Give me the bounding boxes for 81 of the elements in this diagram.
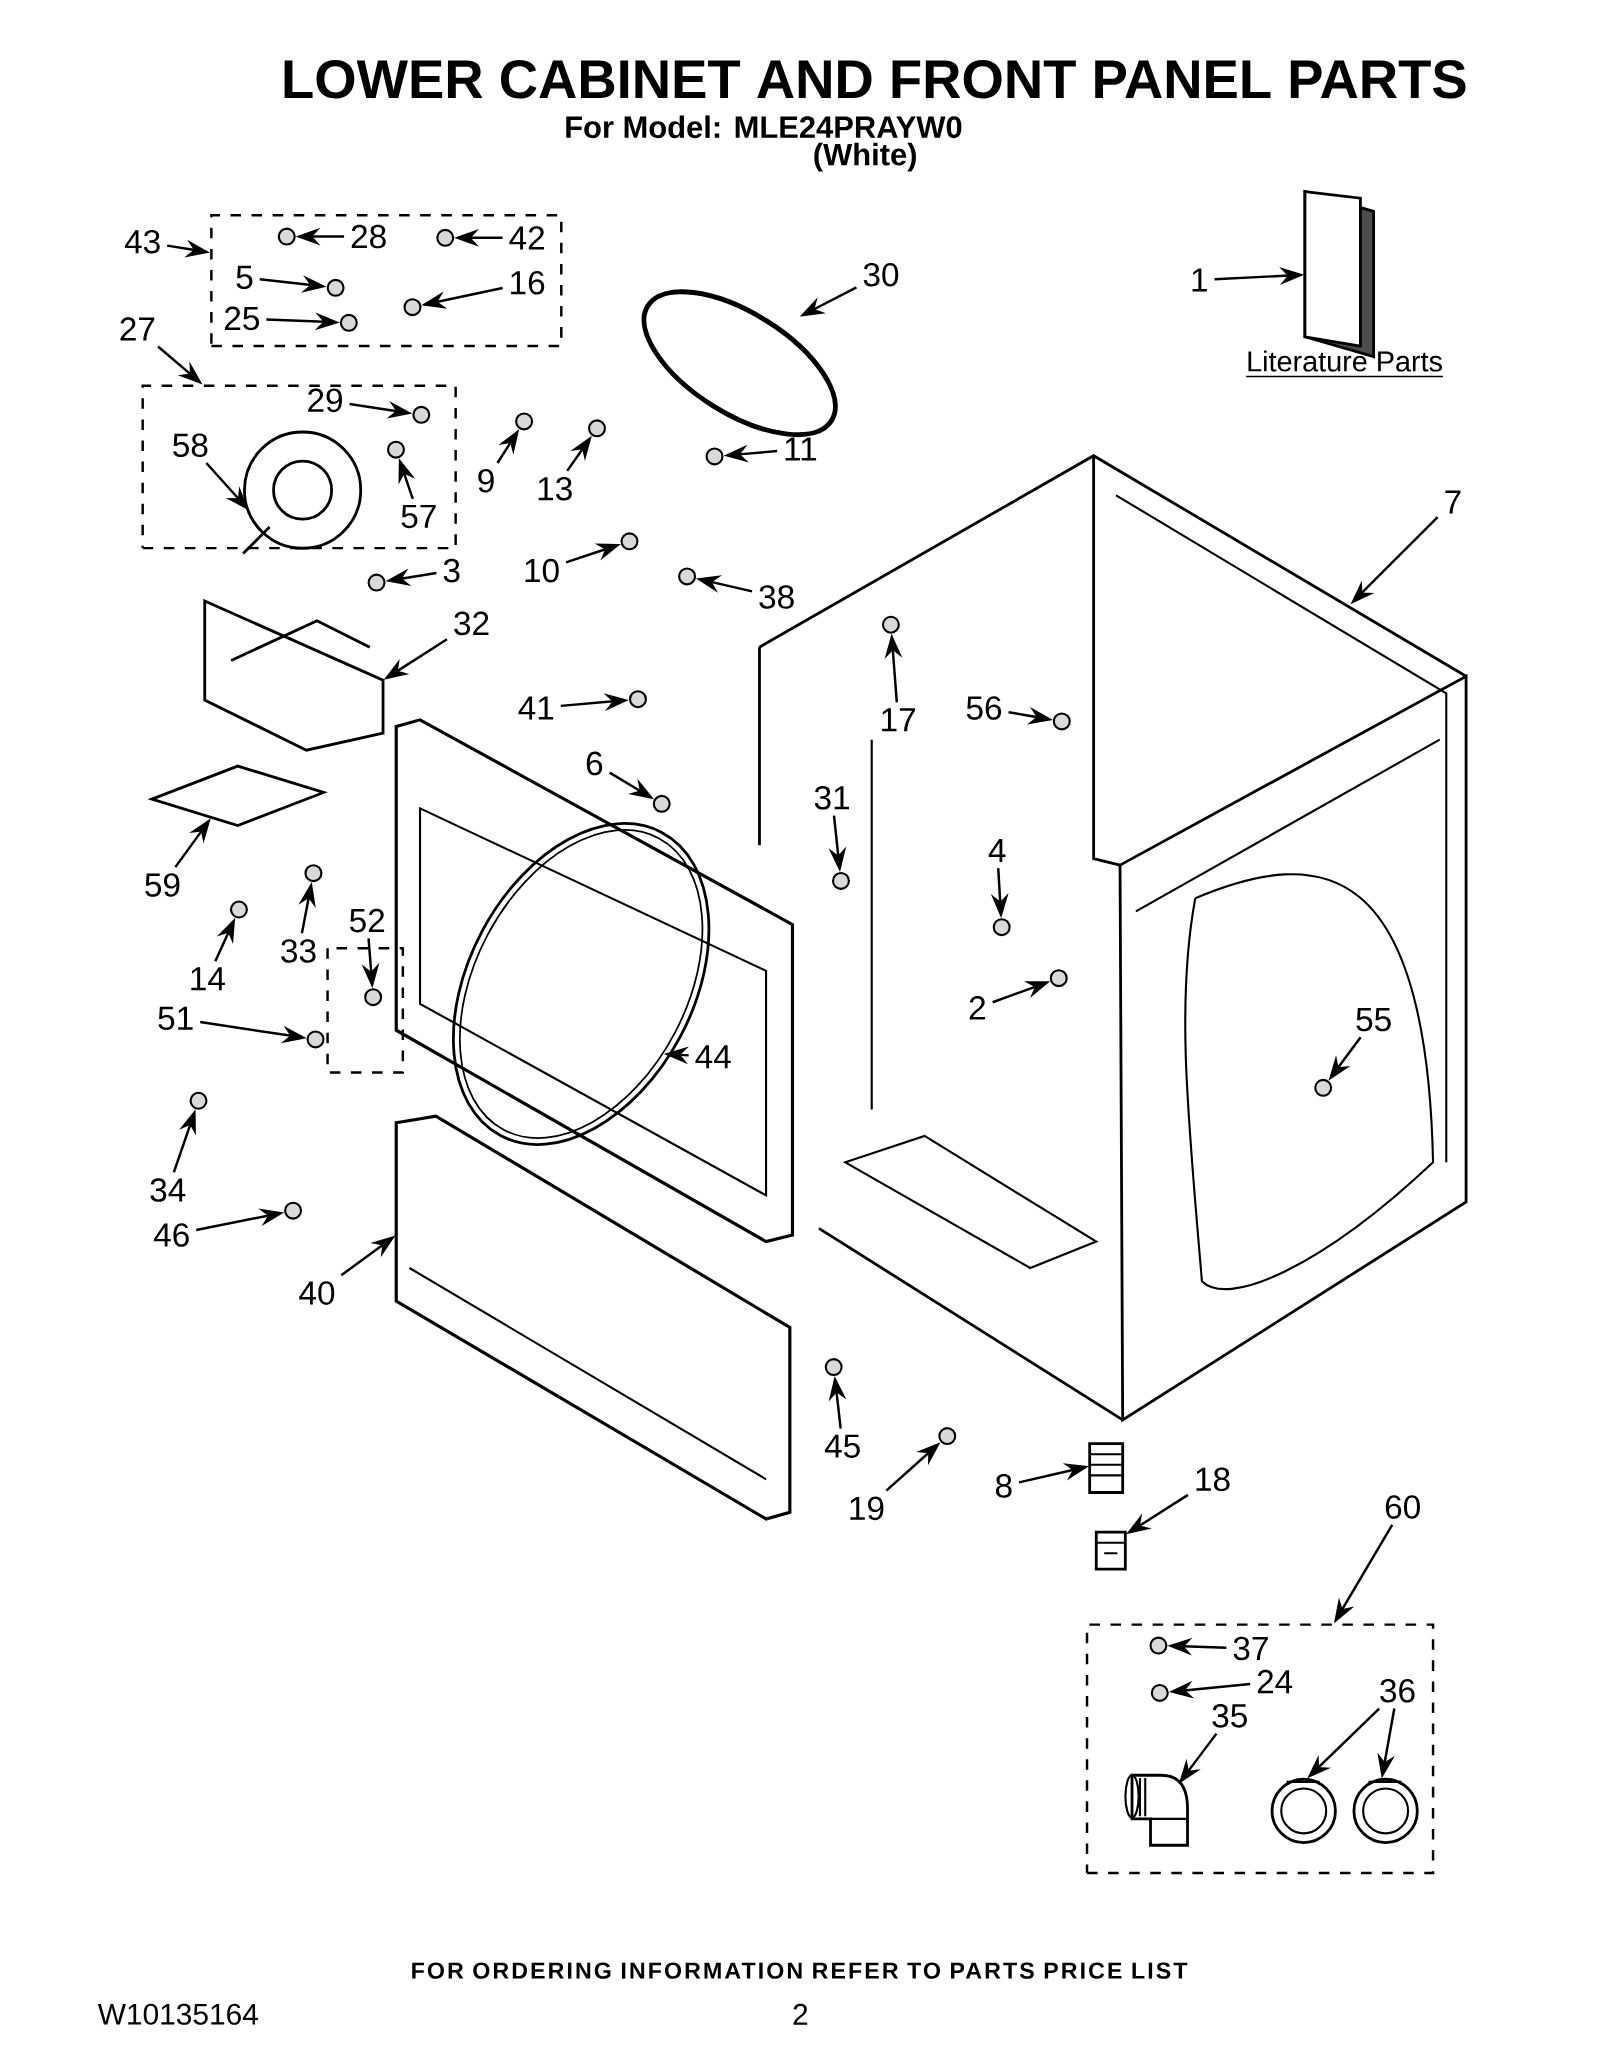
callout-number: 30	[863, 262, 898, 287]
part-icon	[628, 690, 647, 709]
callout-number: 36	[1380, 1678, 1415, 1703]
callout-number: 45	[824, 1434, 860, 1458]
callout-number: 6	[586, 751, 602, 776]
model-number: For Model: MLE24PRAYW0	[566, 115, 962, 139]
dashed-group-box	[141, 384, 457, 550]
motor-bracket-drawing	[203, 599, 385, 752]
part-icon	[436, 228, 454, 247]
literature-label: Literature Parts	[1245, 350, 1444, 378]
color-note: (White)	[814, 142, 916, 172]
vent-elbow-drawing	[1124, 1773, 1189, 1847]
callout-number: 1	[1192, 268, 1207, 292]
part-icon	[705, 447, 724, 466]
part-icon	[189, 1091, 208, 1110]
callout-number: 11	[785, 437, 816, 461]
part-icon	[938, 1427, 957, 1446]
callout-number: 46	[153, 1223, 189, 1247]
part-icon	[304, 864, 323, 883]
callout-number: 14	[191, 967, 225, 991]
belt-drawing	[641, 289, 838, 438]
part-icon	[277, 227, 296, 246]
part-icon	[587, 419, 606, 438]
callout-number: 40	[298, 1281, 334, 1305]
callout-number: 19	[850, 1496, 884, 1521]
callout-number: 10	[525, 558, 559, 583]
part-icon	[386, 440, 405, 459]
motor-drawing	[241, 430, 362, 555]
leveling-foot-drawing	[1088, 1442, 1124, 1494]
callout-number: 58	[172, 433, 208, 458]
part-icon	[363, 988, 382, 1007]
part-icon	[620, 532, 639, 551]
callout-number: 13	[538, 476, 572, 501]
part-icon	[677, 567, 696, 586]
part-icon	[1149, 1636, 1168, 1655]
callout-number: 29	[307, 388, 342, 413]
callout-number: 8	[995, 1474, 1012, 1498]
callout-number: 35	[1212, 1704, 1247, 1728]
callout-number: 3	[443, 558, 460, 583]
part-icon	[412, 405, 431, 424]
callout-number: 57	[401, 504, 436, 529]
callout-number: 33	[281, 939, 316, 963]
part-icon	[306, 1030, 325, 1049]
callout-number: 52	[349, 908, 384, 933]
callout-number: 28	[351, 224, 386, 249]
callout-number: 43	[124, 229, 160, 254]
callout-number: 34	[150, 1178, 186, 1202]
vent-cap-drawing	[1352, 1777, 1419, 1845]
callout-number: 25	[224, 306, 259, 331]
callout-number: 41	[518, 696, 553, 720]
part-icon	[652, 794, 671, 813]
callout-number: 44	[695, 1045, 731, 1069]
callout-number: 37	[1233, 1636, 1268, 1661]
callout-number: 32	[454, 611, 489, 636]
part-icon	[367, 573, 386, 592]
callout-number: 16	[510, 270, 544, 295]
dashed-group-box	[209, 214, 563, 348]
callout-number: 27	[120, 317, 155, 341]
callout-number: 42	[509, 226, 544, 250]
part-icon	[283, 1201, 302, 1220]
callout-number: 51	[158, 1006, 193, 1030]
callout-number: 5	[236, 265, 253, 290]
callout-number: 60	[1385, 1495, 1420, 1519]
callout-number: 59	[145, 873, 180, 897]
toe-panel-drawing	[394, 1114, 792, 1521]
callout-number: 9	[478, 468, 494, 493]
part-icon	[339, 313, 358, 332]
part-icon	[403, 298, 422, 317]
footer-note: FOR ORDERING INFORMATION REFER TO PARTS PRICE LIST	[412, 1962, 1187, 1979]
page-number: 2	[793, 2003, 807, 2025]
callout-number: 18	[1196, 1467, 1230, 1492]
part-icon	[514, 412, 533, 431]
foot-pad-drawing	[1094, 1530, 1127, 1571]
vent-cap-drawing	[1270, 1777, 1337, 1845]
part-icon	[326, 278, 345, 297]
dashed-group-box	[1085, 1623, 1435, 1875]
part-icon	[1150, 1683, 1169, 1702]
title: LOWER CABINET AND FRONT PANEL PARTS	[284, 60, 1466, 99]
document-number: W10135164	[97, 2003, 258, 2025]
part-icon	[229, 900, 248, 919]
callout-number: 24	[1257, 1669, 1292, 1694]
